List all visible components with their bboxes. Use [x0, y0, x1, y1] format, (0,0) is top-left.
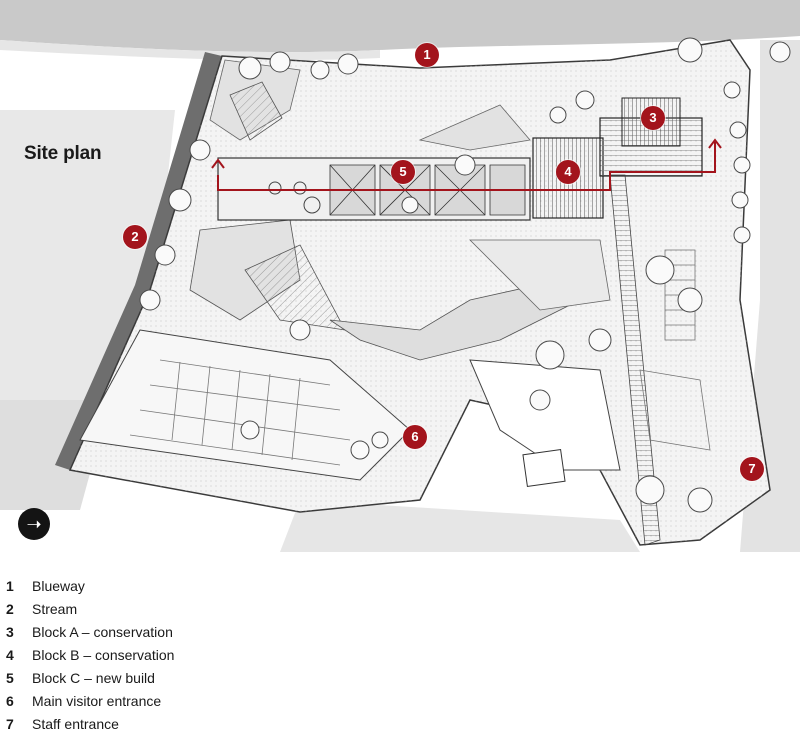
road-south [280, 500, 640, 552]
north-arrow-icon: ➝ [18, 508, 50, 540]
legend-item: 1 Blueway [6, 574, 406, 597]
stream [55, 52, 222, 470]
terrace-ramp-north [418, 104, 531, 151]
legend-item: 7 Staff entrance [6, 712, 406, 735]
legend-label: Staff entrance [32, 715, 119, 732]
route-line [211, 138, 722, 191]
site-plan-svg [0, 0, 800, 552]
blueway-water [0, 0, 800, 53]
legend-number: 1 [6, 577, 14, 594]
legend-item: 4 Block B – conservation [6, 643, 406, 666]
plan-title: Site plan [24, 143, 102, 164]
legend-label: Block A – conservation [32, 623, 173, 640]
legend-label: Blueway [32, 577, 85, 594]
legend-number: 2 [6, 600, 14, 617]
legend-item: 2 Stream [6, 597, 406, 620]
marker-4: 4 [556, 160, 580, 184]
marker-3: 3 [641, 106, 665, 130]
legend-label: Block C – new build [32, 669, 155, 686]
car-park [79, 329, 411, 481]
terrace-east [469, 239, 611, 311]
legend: 1 Blueway 2 Stream 3 Block A – conservation… [6, 574, 406, 735]
legend-number: 5 [6, 669, 14, 686]
site-plan-drawing: Site plan 1 2 3 4 5 6 7 ➝ [0, 0, 800, 552]
legend-label: Stream [32, 600, 78, 617]
legend-number: 4 [6, 646, 14, 663]
legend-label: Main visitor entrance [32, 692, 162, 709]
marker-7: 7 [740, 457, 764, 481]
entrance-plaza [469, 359, 621, 471]
marker-5: 5 [391, 160, 415, 184]
roof-facets-1 [229, 81, 283, 141]
marker-1: 1 [415, 43, 439, 67]
legend-number: 7 [6, 715, 14, 732]
walkway-east [609, 174, 661, 546]
legend-item: 5 Block C – new build [6, 666, 406, 689]
trees [139, 37, 791, 513]
legend-number: 6 [6, 692, 14, 709]
legend-label: Block B – conservation [32, 646, 175, 663]
plaza-pavilion [522, 448, 566, 488]
legend-item: 3 Block A – conservation [6, 620, 406, 643]
marker-6: 6 [403, 425, 427, 449]
legend-number: 3 [6, 623, 14, 640]
legend-item: 6 Main visitor entrance [6, 689, 406, 712]
marker-2: 2 [123, 225, 147, 249]
